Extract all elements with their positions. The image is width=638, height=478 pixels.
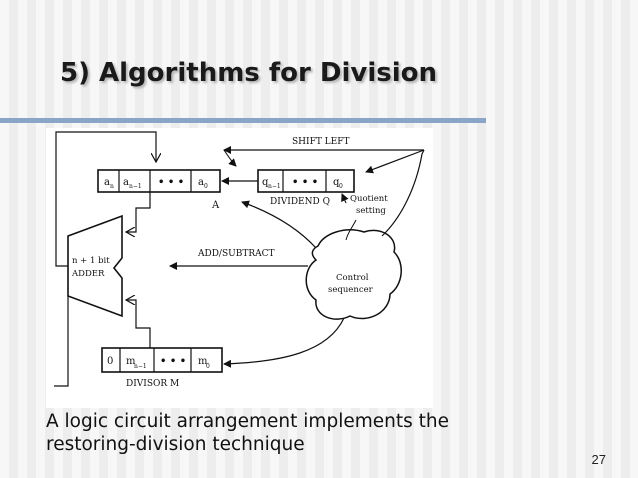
reg-m-sub-m0: 0: [206, 363, 210, 370]
reg-a-dots: • • •: [158, 177, 184, 188]
quotient-label-1: Quotient: [350, 194, 388, 204]
slide-title: 5) Algorithms for Division: [60, 58, 437, 88]
reg-q-sub-q0: 0: [339, 183, 343, 190]
caption-line-2: restoring-division technique: [46, 434, 305, 455]
register-a: a n a n−1 • • • a 0 A: [97, 169, 221, 211]
quotient-label-2: setting: [356, 206, 386, 216]
circuit-svg: a n a n−1 • • • a 0 A q n−1 • • • q 0 DI…: [54, 131, 425, 389]
reg-a-label: A: [211, 200, 220, 211]
reg-q-label: DIVIDEND Q: [270, 197, 330, 207]
control-label-1: Control: [336, 273, 369, 283]
add-subtract-label: ADD/SUBTRACT: [197, 249, 275, 259]
register-m: 0 m n−1 • • • m 0 DIVISOR M: [101, 347, 223, 389]
reg-a-sub-an: n: [110, 183, 114, 190]
reg-a-cell-an: a: [104, 177, 110, 188]
reg-m-sub-mn1: n−1: [134, 363, 147, 370]
control-sequencer: Control sequencer: [305, 229, 402, 320]
reg-q-sub-qn1: n−1: [268, 183, 281, 190]
adder-block: n + 1 bit ADDER: [67, 214, 123, 318]
caption-line-1: A logic circuit arrangement implements t…: [46, 411, 449, 432]
reg-m-cell-0: 0: [107, 356, 113, 367]
shift-left-label: SHIFT LEFT: [292, 137, 349, 147]
reg-m-dots: • • •: [160, 356, 186, 367]
page-number: 27: [591, 452, 606, 467]
adder-bits-label: n + 1 bit: [72, 256, 110, 266]
reg-a-cell-an1: a: [123, 177, 129, 188]
reg-a-sub-an1: n−1: [129, 183, 142, 190]
slide-caption: A logic circuit arrangement implements t…: [46, 410, 566, 456]
control-label-2: sequencer: [328, 285, 374, 295]
division-circuit-diagram: a n a n−1 • • • a 0 A q n−1 • • • q 0 DI…: [46, 128, 433, 408]
reg-a-cell-a0: a: [198, 177, 204, 188]
reg-m-label: DIVISOR M: [126, 379, 179, 389]
adder-label: ADDER: [71, 269, 105, 279]
title-divider: [0, 118, 486, 123]
reg-q-dots: • • •: [292, 177, 318, 188]
reg-m-cell-mn1: m: [126, 356, 136, 367]
reg-m-cell-m0: m: [198, 356, 208, 367]
reg-q-cell-q0: q: [333, 177, 340, 188]
register-q: q n−1 • • • q 0 DIVIDEND Q: [257, 169, 355, 207]
reg-a-sub-a0: 0: [204, 183, 208, 190]
reg-q-cell-qn1: q: [262, 177, 269, 188]
